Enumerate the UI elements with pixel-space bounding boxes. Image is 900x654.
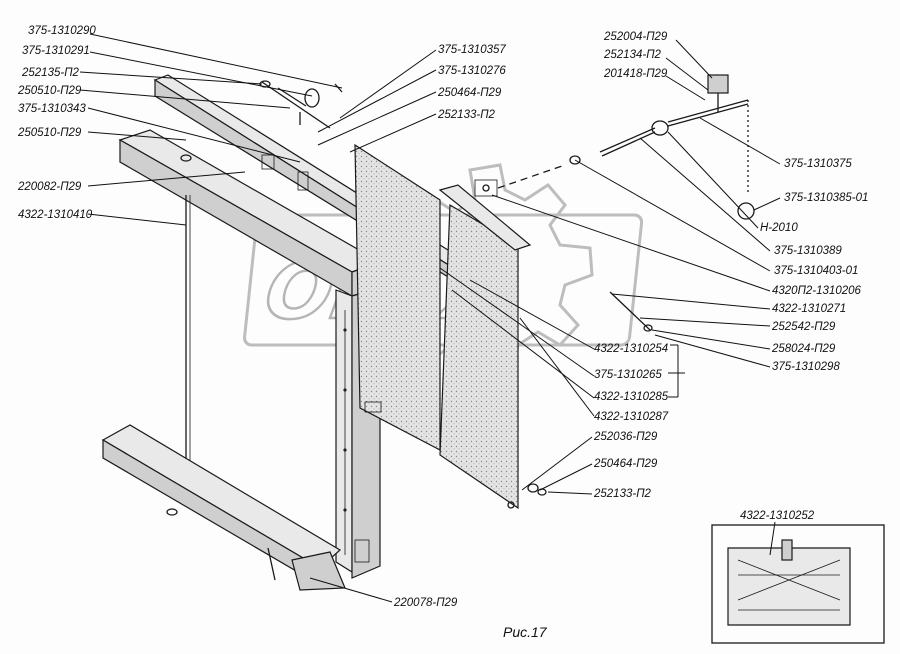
label-250510-p29: 250510-П29 [17, 85, 82, 97]
label-375-1310298: 375-1310298 [772, 361, 840, 373]
label-375-1310403-01: 375-1310403-01 [774, 265, 858, 277]
label-375-1310276: 375-1310276 [438, 65, 506, 77]
label-258024-p29: 258024-П29 [771, 343, 836, 355]
radiator-frame [101, 129, 382, 591]
label-220078-p29: 220078-П29 [393, 597, 458, 609]
label-n-2010: Н-2010 [760, 222, 798, 234]
part-labels: 375-1310290 375-1310291 252135-П2 250510… [17, 25, 868, 609]
label-4322-1310254: 4322-1310254 [594, 343, 668, 355]
label-375-1310389: 375-1310389 [774, 245, 842, 257]
label-220082-p29: 220082-П29 [17, 181, 82, 193]
inset-detail: 4322-1310252 [711, 510, 885, 644]
label-201418-p29: 201418-П29 [603, 68, 668, 80]
label-252135-p2: 252135-П2 [21, 67, 80, 79]
label-375-1310291: 375-1310291 [22, 45, 90, 57]
label-4322-1310287: 4322-1310287 [594, 411, 669, 423]
label-252542-p29: 252542-П29 [771, 321, 836, 333]
label-252133-p2-2: 252133-П2 [593, 488, 652, 500]
label-375-1310375: 375-1310375 [784, 158, 852, 170]
label-375-1310385-01: 375-1310385-01 [784, 192, 868, 204]
figure-caption: Рис.17 [503, 624, 548, 640]
label-4322-1310271: 4322-1310271 [772, 303, 846, 315]
inset-label: 4322-1310252 [740, 510, 815, 522]
label-4322-1310285: 4322-1310285 [594, 391, 669, 403]
label-250464-p29-2: 250464-П29 [593, 458, 658, 470]
label-252004-p29: 252004-П29 [603, 31, 668, 43]
label-252036-p29: 252036-П29 [593, 431, 658, 443]
label-250510-p29-2: 250510-П29 [17, 127, 82, 139]
label-4320p2-1310206: 4320П2-1310206 [772, 285, 862, 297]
label-375-1310343: 375-1310343 [18, 103, 86, 115]
label-4322-1310410: 4322-1310410 [18, 209, 93, 221]
radiator-curtain [354, 143, 532, 510]
leader-lines [79, 33, 781, 603]
label-375-1310290: 375-1310290 [28, 25, 96, 37]
label-250464-p29: 250464-П29 [437, 87, 502, 99]
label-252133-p2: 252133-П2 [437, 109, 496, 121]
label-252134-p2: 252134-П2 [603, 49, 662, 61]
label-375-1310357: 375-1310357 [438, 44, 506, 56]
label-375-1310265: 375-1310265 [594, 369, 662, 381]
